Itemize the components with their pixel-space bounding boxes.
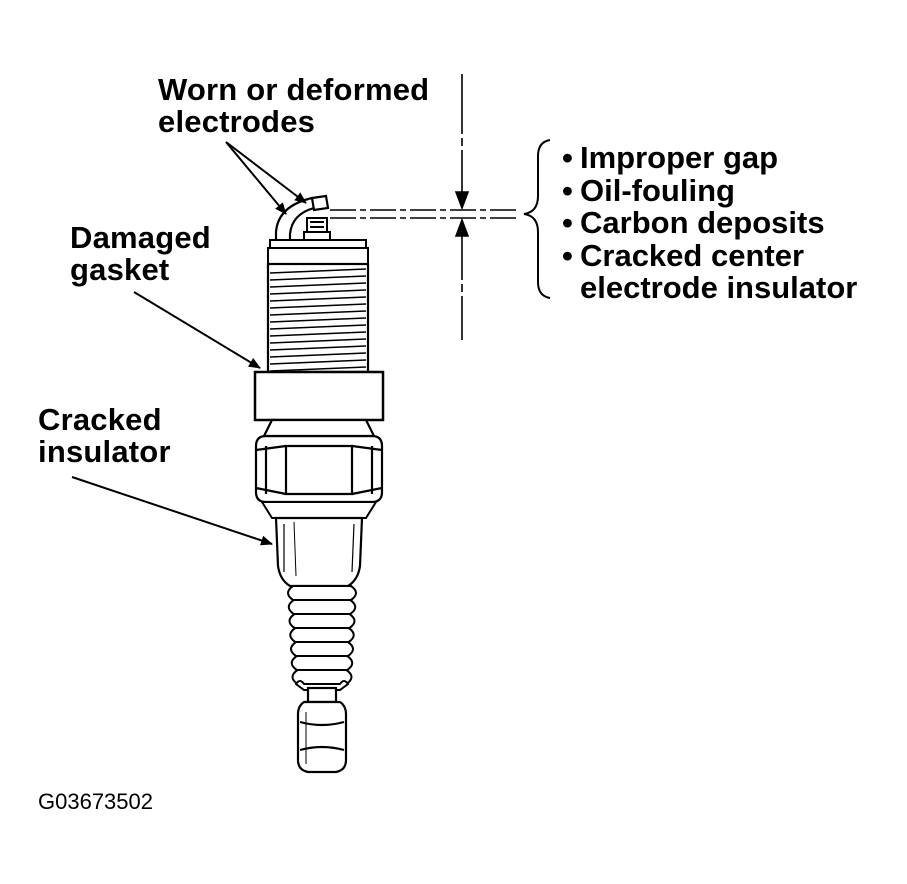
thread-line xyxy=(269,366,367,372)
figure-id: G03673502 xyxy=(38,789,153,814)
label-worn-electrodes: Worn or deformed electrodes xyxy=(158,74,429,138)
insulator-arrow xyxy=(71,476,273,546)
hex-nut xyxy=(254,418,384,504)
condition-text: electrode insulator xyxy=(580,270,858,305)
label-cracked-insulator: Cracked insulator xyxy=(38,404,171,468)
thread-line xyxy=(269,310,367,316)
hex-neck xyxy=(260,501,378,519)
condition-item: •Cracked center xyxy=(562,237,857,273)
condition-text: Improper gap xyxy=(580,140,779,175)
thread-line xyxy=(269,317,367,323)
electrode-arrow-2 xyxy=(225,141,287,215)
thread-line xyxy=(269,289,367,295)
gap-dimension xyxy=(330,74,516,340)
label-cracked-insulator-line-1: Cracked xyxy=(38,402,162,437)
terminal xyxy=(296,686,348,774)
condition-item: •Improper gap xyxy=(562,140,857,175)
bullet-icon: • xyxy=(562,237,573,273)
label-worn-electrodes-line-1: Worn or deformed xyxy=(158,72,430,107)
insulator-ribs xyxy=(287,585,357,691)
gap-conditions-list: •Improper gap •Oil-fouling •Carbon depos… xyxy=(562,140,858,305)
curly-brace xyxy=(523,139,551,299)
condition-text: Oil-fouling xyxy=(580,172,735,208)
condition-item: •Oil-fouling xyxy=(562,172,857,208)
thread-line xyxy=(269,331,367,337)
thread-line xyxy=(269,268,367,274)
insulator-body xyxy=(274,516,364,588)
condition-item: •Carbon deposits xyxy=(562,205,857,240)
bullet-icon: • xyxy=(562,140,573,175)
condition-item-continuation: electrode insulator xyxy=(562,270,858,305)
thread-line xyxy=(269,303,367,309)
bullet-icon: • xyxy=(562,205,573,240)
condition-text: Cracked center xyxy=(580,237,805,273)
electrode-arrow-1 xyxy=(225,141,307,204)
thread-line xyxy=(269,352,367,358)
insulator-rib xyxy=(288,613,356,629)
thread-line xyxy=(269,324,367,330)
thread-line xyxy=(269,296,367,302)
condition-text: Carbon deposits xyxy=(580,205,825,240)
shell-top xyxy=(267,239,369,265)
insulator-rib xyxy=(289,627,355,643)
label-cracked-insulator-line-2: insulator xyxy=(38,434,171,469)
pointer-arrows xyxy=(71,141,307,546)
thread-line xyxy=(269,275,367,281)
label-damaged-gasket: Damaged gasket xyxy=(70,222,211,286)
thread-line xyxy=(269,345,367,351)
label-damaged-gasket-line-2: gasket xyxy=(70,252,170,287)
label-worn-electrodes-line-2: electrodes xyxy=(158,104,316,139)
gasket xyxy=(253,370,385,422)
insulator-rib xyxy=(290,641,354,657)
thread-section xyxy=(266,262,370,374)
thread-line xyxy=(269,338,367,344)
thread-line xyxy=(269,282,367,288)
thread-line xyxy=(269,359,367,365)
bullet-icon: • xyxy=(562,172,573,208)
center-electrode xyxy=(303,217,331,241)
label-damaged-gasket-line-1: Damaged xyxy=(70,220,211,255)
insulator-rib xyxy=(290,655,354,671)
insulator-rib xyxy=(287,585,357,601)
gasket-arrow xyxy=(133,291,261,369)
insulator-rib xyxy=(287,599,357,615)
